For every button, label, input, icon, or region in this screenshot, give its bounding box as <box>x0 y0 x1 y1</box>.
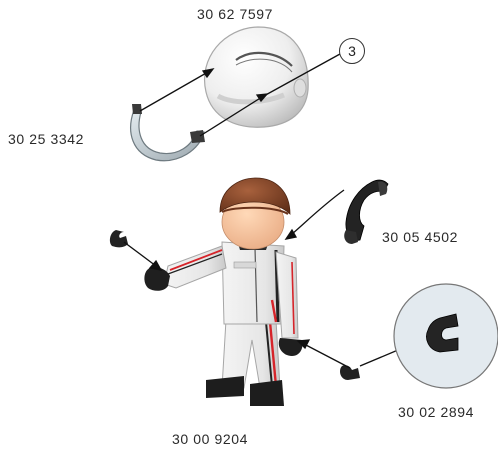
callout-number-badge: 3 <box>339 38 365 64</box>
headset-part-number: 30 05 4502 <box>382 229 458 245</box>
loose-hand-part <box>110 230 128 247</box>
visor-part-number: 30 25 3342 <box>8 131 84 147</box>
visor-part <box>131 104 205 161</box>
figure-part-number: 30 00 9204 <box>172 431 248 447</box>
racing-driver-figure <box>144 178 302 406</box>
zoom-detail-circle <box>394 284 498 388</box>
headset-arrow <box>286 190 344 239</box>
helmet-part-number: 30 62 7597 <box>197 6 273 22</box>
clip-arrow <box>298 340 398 368</box>
clip-part-number: 30 02 2894 <box>398 404 474 420</box>
helmet-part <box>205 27 309 127</box>
hand-arrow <box>124 242 161 270</box>
